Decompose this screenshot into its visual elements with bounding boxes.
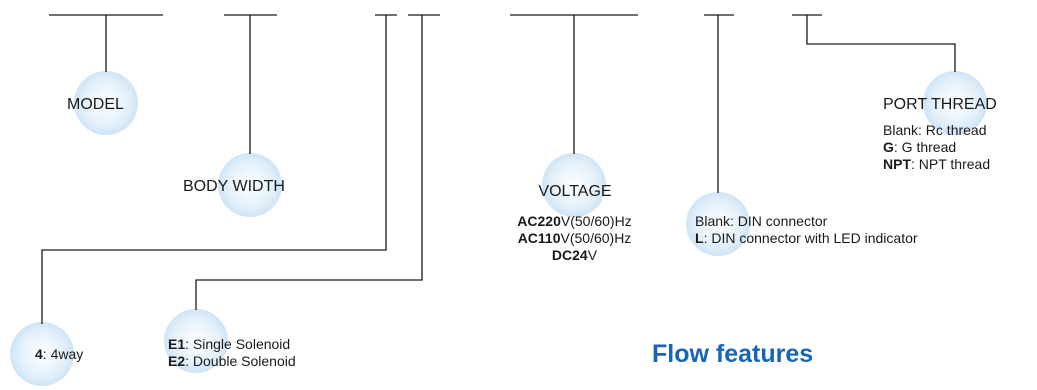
voltage-option-dc24: DC24V	[551, 247, 598, 263]
connector-bubble	[686, 192, 750, 256]
port-thread-options: Blank: Rc thread G: G thread NPT: NPT th…	[883, 122, 990, 173]
voltage-title: VOLTAGE	[538, 183, 612, 200]
connector-options: Blank: DIN connector L: DIN connector wi…	[695, 213, 918, 247]
solenoid-bubble	[164, 309, 228, 373]
connector-option-blank: Blank: DIN connector	[695, 213, 828, 229]
way-bubble	[10, 322, 74, 386]
port-thread-title: PORT THREAD	[883, 96, 997, 113]
port-thread-option-blank: Blank: Rc thread	[883, 122, 987, 138]
connector-option-l: L: DIN connector with LED indicator	[695, 230, 918, 246]
voltage-options: AC220V(50/60)Hz AC110V(50/60)Hz DC24V	[512, 213, 637, 264]
port-thread-bubble	[923, 71, 987, 135]
body-width-label: BODY WIDTH	[183, 178, 285, 195]
solenoid-options: E1: Single Solenoid E2: Double Solenoid	[168, 336, 296, 370]
voltage-bubble	[542, 153, 606, 217]
way-option: 4: 4way	[35, 346, 84, 362]
solenoid-option-e1: E1: Single Solenoid	[168, 336, 291, 352]
body-width-bubble	[218, 153, 282, 217]
voltage-option-ac220: AC220V(50/60)Hz	[517, 213, 632, 229]
port-thread-option-g: G: G thread	[883, 139, 957, 155]
port-thread-option-npt: NPT: NPT thread	[883, 156, 991, 172]
solenoid-option-e2: E2: Double Solenoid	[168, 353, 296, 369]
flow-features-heading: Flow features	[652, 340, 814, 368]
model-label: MODEL	[67, 96, 124, 113]
voltage-option-ac110: AC110V(50/60)Hz	[517, 230, 632, 246]
model-bubble	[74, 71, 138, 135]
